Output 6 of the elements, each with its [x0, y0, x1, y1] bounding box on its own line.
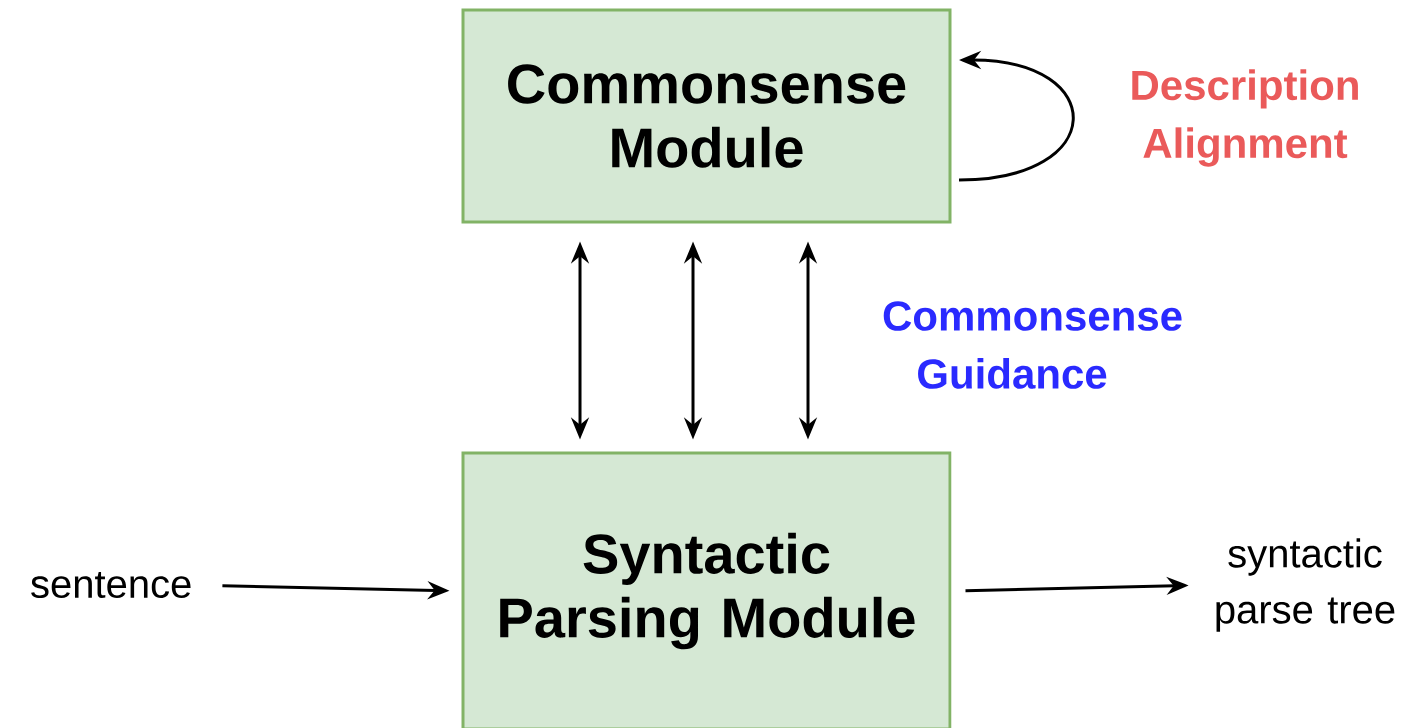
module-box: Commonsense Module — [461, 8, 952, 224]
edge-label: Commonsense Guidance — [880, 299, 1182, 391]
output-label: syntactic parse tree — [1216, 538, 1395, 632]
module-box: Syntactic Parsing Module — [461, 451, 952, 728]
edge-label: Description Alignment — [1113, 67, 1377, 169]
input-label: sentence — [31, 571, 191, 599]
